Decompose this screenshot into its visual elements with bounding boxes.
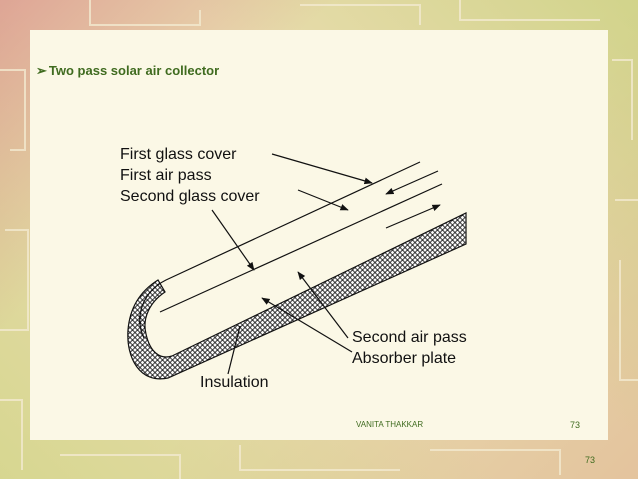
first-glass-cover-line <box>139 161 421 339</box>
leader-absorber-plate <box>261 297 353 353</box>
label-first-air-pass: First air pass <box>120 167 212 184</box>
first-air-pass-arrow <box>385 170 439 195</box>
footer-author: VANITA THAKKAR <box>356 420 424 429</box>
insulation-layer <box>127 212 467 380</box>
leader-insulation <box>227 325 241 375</box>
second-glass-cover-line <box>159 183 443 313</box>
leader-second-air-pass <box>297 271 349 339</box>
leader-first-air-pass <box>297 189 349 211</box>
leader-first-glass-cover <box>271 153 373 185</box>
label-second-air-pass: Second air pass <box>352 329 467 346</box>
label-insulation: Insulation <box>200 374 269 391</box>
second-air-pass-arrow <box>385 204 441 229</box>
slide-title-text: Two pass solar air collector <box>48 63 220 78</box>
slide-title: ➢Two pass solar air collector <box>36 63 219 79</box>
slide-content-panel <box>30 30 608 440</box>
footer-slide-number: 73 <box>570 420 581 430</box>
label-first-glass-cover: First glass cover <box>120 146 237 163</box>
label-second-glass-cover: Second glass cover <box>120 188 260 205</box>
leader-second-glass-cover <box>211 209 255 271</box>
arrow-bullet-icon: ➢ <box>36 63 47 78</box>
page-number: 73 <box>585 455 596 465</box>
label-absorber-plate: Absorber plate <box>352 350 456 367</box>
